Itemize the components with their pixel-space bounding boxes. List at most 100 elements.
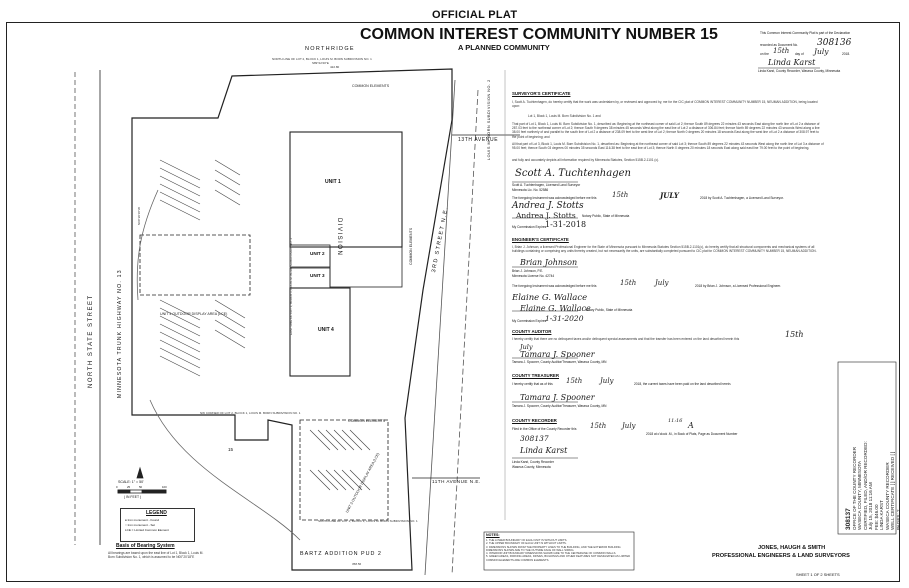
- unit-4-building: [289, 287, 351, 377]
- surveyor-notary-caption: Notary Public, State of Minnesota: [582, 214, 630, 218]
- recorder-stamp: 308137 OFFICE OF THE COUNTY RECORDER WAS…: [845, 441, 901, 530]
- scale-units: ( IN FEET ): [124, 495, 142, 499]
- surveyor-notary-signature: Andrea J. Stotts: [512, 201, 584, 211]
- engineer-para: I, Brian J. Johnson, a licensed Professi…: [512, 245, 817, 254]
- recorder-time: 11:16: [668, 418, 683, 424]
- legend-box: LEGEND ● Iron monument - Found ○ Iron mo…: [120, 508, 195, 542]
- outdoor-display-4: [139, 234, 251, 296]
- division-word-label: DIVISION: [336, 218, 342, 257]
- scale-tick-25: 25: [127, 485, 131, 489]
- stamp-line-8: WELL CERTIFICATE [ ] RECEIVED [ ]: [890, 451, 895, 530]
- born-subdivision-two-label: LOUIS M. BORN SUBDIVISION NO. 2: [487, 79, 491, 160]
- bearing-west: N00°20'18"W: [137, 207, 141, 225]
- sheet-border: [6, 22, 900, 582]
- treasurer-para-prefix: I hereby certify that as of this: [512, 382, 553, 386]
- auditor-para: I hereby certify that there are no delin…: [512, 337, 740, 341]
- unit-1-label: UNIT 1: [325, 179, 341, 185]
- surveyor-signature: Scott A. Tuchtenhagen: [515, 168, 631, 179]
- dimension-bottom: 358.56: [352, 562, 362, 566]
- unit-4-label: UNIT 4: [318, 327, 334, 333]
- notes-title: NOTES:: [486, 533, 500, 537]
- lot-15-label: 15: [228, 447, 234, 452]
- recorder-para-suffix: 2018 at o'clock .M., in Book of Plats, P…: [646, 432, 738, 436]
- street-north-state: NORTH STATE STREET: [88, 294, 94, 388]
- auditor-caption: Tamara J. Spooner, County Auditor/Treasu…: [512, 360, 607, 364]
- surveyor-expires-date: 1-31-2018: [545, 220, 587, 229]
- plat-subtitle: A PLANNED COMMUNITY: [458, 43, 550, 52]
- firm-name: JONES, HAUGH & SMITH: [758, 545, 826, 551]
- bearing-title: Basis of Bearing System: [116, 543, 175, 549]
- engineer-notary-caption: Notary Public, State of Minnesota: [585, 308, 633, 312]
- engineer-notary-signature: Elaine G. Wallace: [512, 293, 588, 303]
- parcel-boundary: [131, 68, 453, 571]
- engineer-ack-day: 15th: [620, 279, 637, 287]
- legend-title: LEGEND: [146, 510, 167, 516]
- treasurer-signature: Tamara J. Spooner: [520, 393, 595, 402]
- surveyor-expires-label: My Commission Expires: [512, 225, 547, 229]
- treasurer-heading: COUNTY TREASURER: [512, 373, 559, 378]
- surveyor-name: Scott A. Tuchtenhagen, Licensed Land Sur…: [512, 183, 581, 187]
- auditor-signature: Tamara J. Spooner: [520, 350, 595, 359]
- parking-stalls-south: [309, 429, 371, 491]
- south-line-lot1-label: SOUTH LINE OF LOT 1, BLOCK 1, LOUIS M. B…: [318, 519, 418, 523]
- recorder-caption-top: Linda Karst, County Recorder, Waseca Cou…: [758, 69, 841, 73]
- engineer-notary-print: Elaine G. Wallace: [520, 304, 591, 313]
- engineer-heading: ENGINEER'S CERTIFICATE: [512, 237, 569, 242]
- doc-prefix: recorded as Document No.: [760, 43, 799, 47]
- surveyor-para-3: That part of Lot 1, Block 1, Louis M. Bo…: [512, 122, 820, 139]
- unit-1-building: [289, 131, 403, 248]
- firm-subtitle: PROFESSIONAL ENGINEERS & LAND SURVEYORS: [712, 553, 850, 559]
- north-arrow: [136, 466, 144, 479]
- declaration-day: 15th: [773, 47, 790, 55]
- dimension-top: 422.80: [330, 65, 340, 69]
- unit-1-wing: [329, 246, 403, 288]
- curved-road: [136, 189, 159, 301]
- engineer-expires-label: My Commission Expires: [512, 319, 547, 323]
- outdoor-display-3: [299, 419, 389, 521]
- auditor-day: 15th: [785, 330, 804, 339]
- recorder-signature-top: Linda Karst: [768, 58, 816, 67]
- bearing-text: All bearings are based upon the east lin…: [108, 551, 204, 560]
- surveyor-para-2: Lot 1, Block 1, Louis M. Born Subdivisio…: [528, 114, 601, 118]
- declaration-month: July: [814, 47, 829, 56]
- recorder-heading: COUNTY RECORDER: [512, 418, 557, 423]
- declaration-year: 2018.: [842, 52, 850, 56]
- legend-item-lce: LCE = Limited Common Element: [125, 528, 169, 532]
- surveyor-ack-prefix: The foregoing Instrument was acknowledge…: [512, 196, 597, 200]
- engineer-ack-suffix: 2018 by Brian J. Johnson, a Licensed Pro…: [695, 284, 781, 288]
- surveyor-para-5: and fully and accurately depicts all inf…: [512, 158, 660, 162]
- nw-corner-label: NW CORNER OF LOT 2, BLOCK 1, LOUIS M. BO…: [200, 411, 301, 415]
- auditor-heading: COUNTY AUDITOR: [512, 329, 552, 334]
- surveyor-license: Minnesota Lic. No. 52586: [512, 188, 549, 192]
- unit-2-label: UNIT 2: [310, 251, 325, 256]
- recorder-para-prefix: Filed in the Office of the County Record…: [512, 427, 577, 431]
- declaration-line: This Common Interest Community Plat is p…: [760, 31, 851, 35]
- surveyor-heading: SURVEYOR'S CERTIFICATE: [512, 91, 571, 96]
- street-northridge: NORTHRIDGE: [305, 46, 355, 52]
- note-item: 3. DIMENSIONS SHOWN FROM THE PROPERTY LI…: [486, 545, 621, 552]
- day-of-label: day of: [795, 52, 804, 56]
- eleventh-avenue-label: 11TH AVENUE N.E.: [432, 479, 481, 484]
- east-line-label: EAST LINE OF LOT 1, BLOCK 1, LOUIS M. BO…: [289, 238, 293, 335]
- parking-stalls-west: [159, 159, 246, 377]
- surveyor-para-4: All that part of Lot 3, Block 1, Louis M…: [512, 142, 824, 151]
- engineer-signature: Brian Johnson: [520, 258, 578, 267]
- surveyor-notary-print: Andrea J. Stotts: [516, 211, 576, 220]
- note-item: 4. INTERIOR UNIT BOUNDARY DIMENSIONS SHO…: [486, 552, 617, 556]
- stamp-line-9: PAGES: 2: [895, 509, 901, 530]
- third-street-line-2: [451, 89, 479, 576]
- north-line-lot2-label: NORTH LINE OF LOT 2, BLOCK 1, LOUIS M. B…: [272, 57, 372, 61]
- sheet-number: SHEET 1 OF 2 SHEETS: [796, 572, 840, 577]
- common-elements-south: COMMON ELEMENTS: [348, 419, 386, 423]
- surveyor-para-1: I, Scott A. Tuchtenhagen, do hereby cert…: [512, 100, 818, 109]
- note-item: 1. THE LOWER BOUNDARY OF EACH UNIT IS WI…: [486, 539, 568, 542]
- outdoor-display-4-label: UNIT 4 OUTDOOR DISPLAY AREA (LCE): [160, 312, 228, 316]
- engineer-expires-date: 1-31-2020: [545, 314, 584, 323]
- engineer-ack-prefix: The foregoing Instrument was acknowledge…: [512, 284, 597, 288]
- surveyor-ack-suffix: 2018 by Scott A. Tuchtenhagen, a License…: [700, 196, 784, 200]
- official-plat-label: OFFICIAL PLAT: [432, 9, 518, 21]
- curved-road-south: [149, 399, 301, 541]
- recorder-day: 15th: [590, 422, 607, 430]
- scale-bar: [117, 489, 167, 494]
